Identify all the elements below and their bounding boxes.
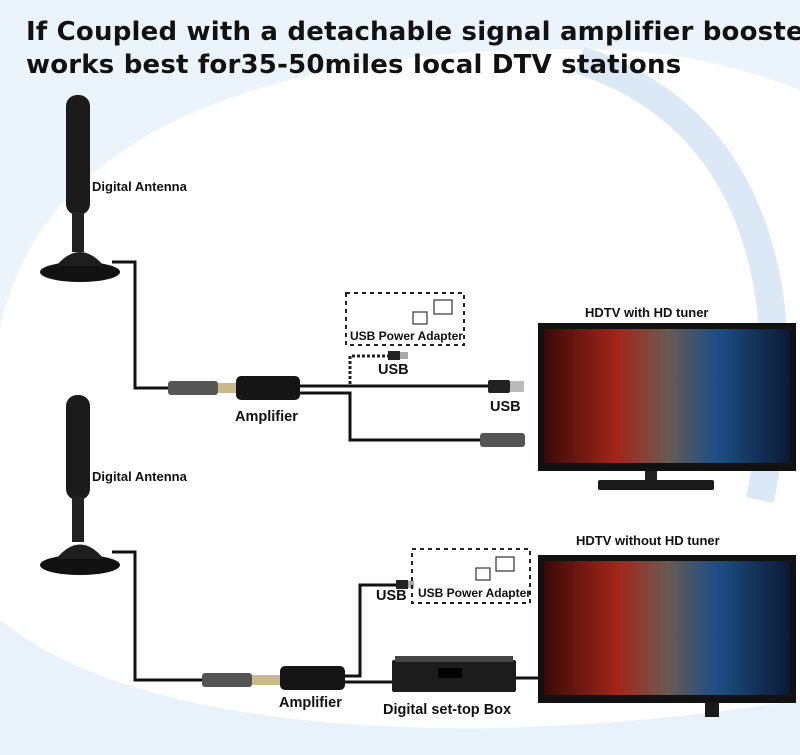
usb-label: USB [376, 588, 407, 604]
usb-label: USB [490, 399, 521, 415]
tv-icon [538, 555, 796, 717]
cable [112, 550, 540, 684]
coax-connector-icon [202, 673, 252, 687]
antenna-label: Digital Antenna [92, 179, 187, 194]
cable [112, 260, 490, 442]
adapter-label: USB Power Adapter [350, 329, 463, 343]
usb-power-adapter-box [345, 292, 465, 346]
tv-label: HDTV with HD tuner [585, 305, 709, 320]
tv-icon [538, 323, 796, 490]
usb-cable-dashed [348, 354, 390, 384]
set-top-box-label: Digital set-top Box [383, 702, 512, 718]
set-top-box-icon [392, 656, 516, 692]
background-swoosh [0, 620, 800, 755]
antenna-icon [40, 95, 120, 282]
usb-plug-icon [488, 380, 510, 393]
amplifier-icon [236, 376, 300, 400]
amplifier-label: Amplifier [235, 409, 298, 425]
coax-connector-icon [168, 381, 218, 395]
amplifier-label: Amplifier [279, 695, 342, 711]
power-adapter-icon [412, 299, 453, 325]
coax-connector-icon [480, 433, 525, 447]
usb-plug-icon [396, 580, 408, 589]
page-title: If Coupled with a detachable signal ampl… [26, 16, 800, 82]
tv-label: HDTV without HD tuner [576, 533, 720, 548]
antenna-label: Digital Antenna [92, 469, 187, 484]
amplifier-icon [280, 666, 345, 690]
background-swoosh [0, 0, 800, 330]
title-line: works best for35-50miles local DTV stati… [26, 50, 682, 80]
usb-power-adapter-box [411, 548, 531, 604]
usb-plug-icon [388, 351, 400, 360]
antenna-icon [40, 395, 120, 575]
adapter-label: USB Power Adapter [418, 586, 531, 600]
usb-label: USB [378, 362, 409, 378]
title-line: If Coupled with a detachable signal ampl… [26, 17, 800, 47]
power-adapter-icon [475, 556, 515, 581]
